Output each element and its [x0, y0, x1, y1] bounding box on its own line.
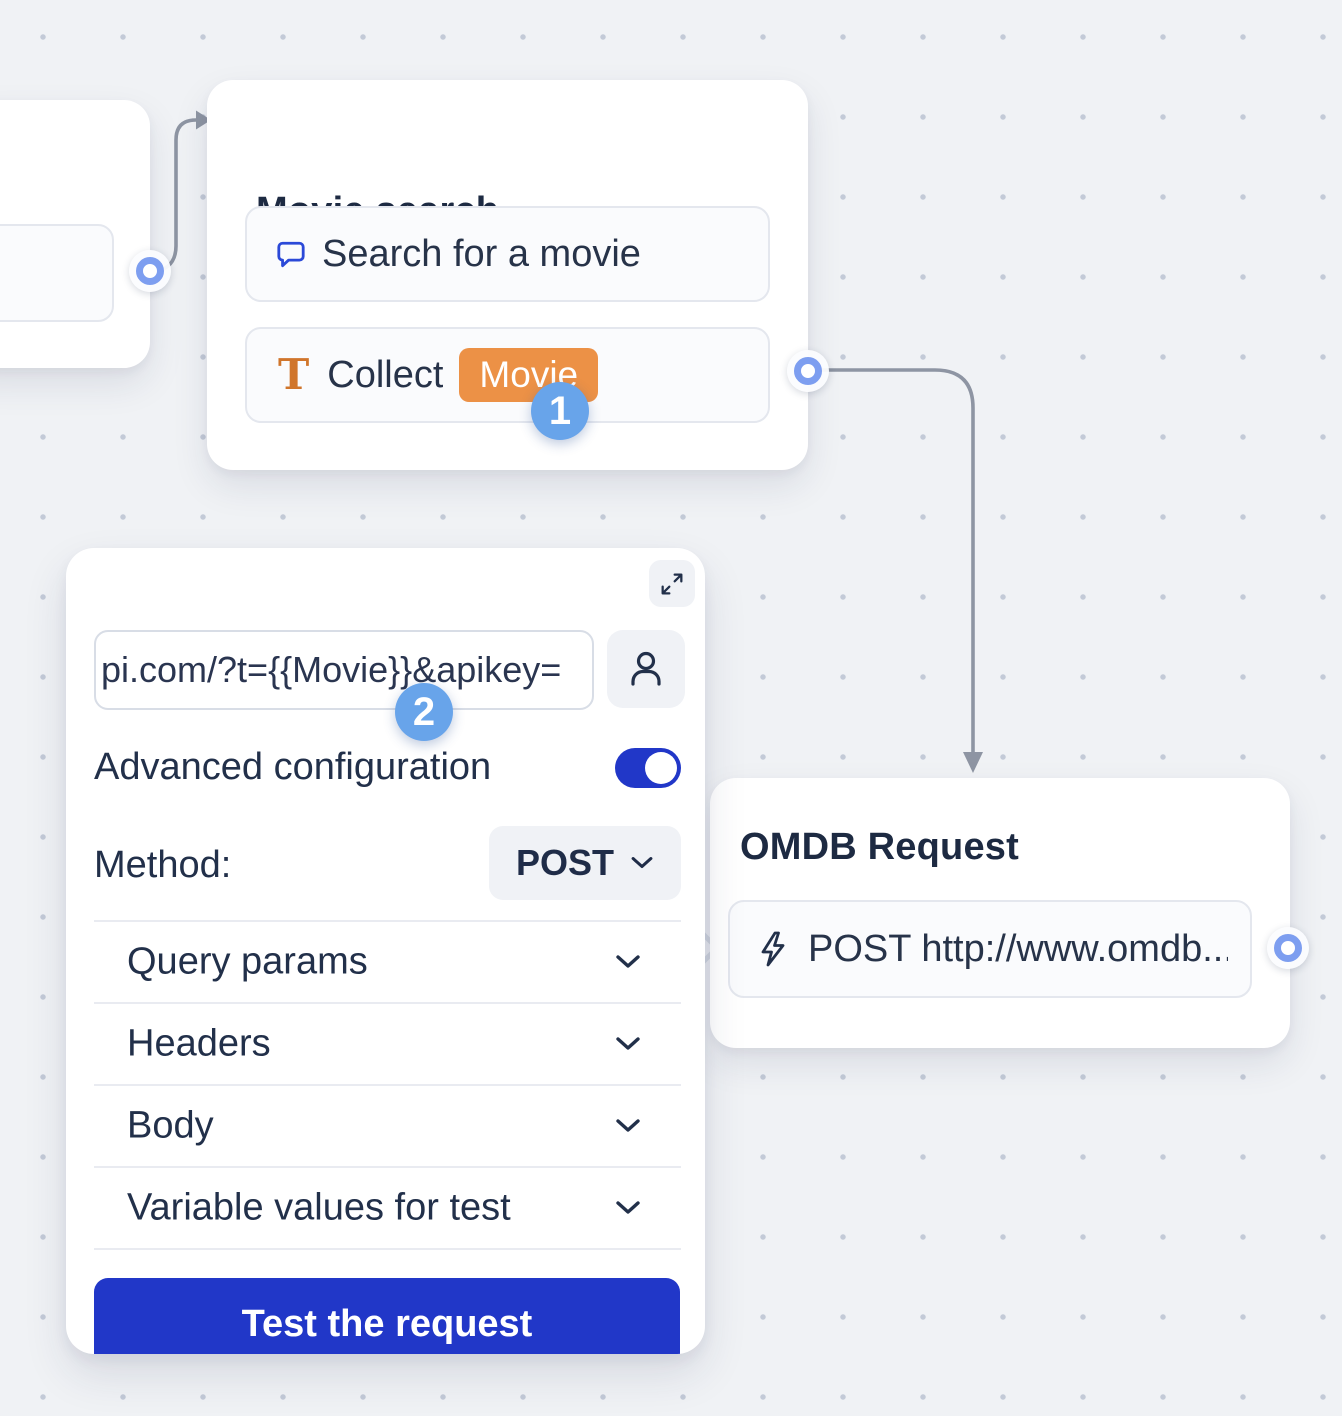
- node-omdb-request[interactable]: OMDB Request POST http://www.omdb...: [710, 778, 1290, 1048]
- divider: [94, 1002, 681, 1004]
- chevron-down-icon: [615, 1199, 641, 1217]
- node-item-webhook[interactable]: POST http://www.omdb...: [728, 900, 1252, 998]
- lightning-icon: [756, 930, 790, 968]
- partial-node-left[interactable]: [0, 100, 150, 368]
- person-icon: [624, 647, 668, 691]
- accordion-variable-values[interactable]: Variable values for test: [94, 1168, 681, 1248]
- accordion-label: Query params: [127, 940, 368, 983]
- node-movie-search[interactable]: Movie search Search for a movie T Collec…: [207, 80, 808, 470]
- expand-icon: [658, 570, 686, 598]
- chevron-down-icon: [615, 1117, 641, 1135]
- chat-bubble-icon: [276, 239, 306, 269]
- accordion-label: Variable values for test: [127, 1186, 511, 1229]
- item-label: Collect: [327, 353, 444, 396]
- accordion-query-params[interactable]: Query params: [94, 922, 681, 1002]
- connector-movie-to-omdb: [808, 368, 975, 754]
- output-port-movie-search[interactable]: [787, 350, 829, 392]
- text-icon: T: [278, 350, 310, 399]
- chevron-down-icon: [615, 953, 641, 971]
- accordion-body[interactable]: Body: [94, 1086, 681, 1166]
- node-item-collect-variable[interactable]: T Collect Movie: [245, 327, 770, 423]
- output-port-omdb-request[interactable]: [1267, 927, 1309, 969]
- method-label: Method:: [94, 844, 232, 886]
- chevron-down-icon: [615, 1035, 641, 1053]
- partial-node-item[interactable]: [0, 224, 114, 322]
- node-item-send-message[interactable]: Search for a movie: [245, 206, 770, 302]
- accordion-headers[interactable]: Headers: [94, 1004, 681, 1084]
- node-title: OMDB Request: [740, 826, 1019, 868]
- port-ring: [794, 357, 822, 385]
- output-port-left-node[interactable]: [129, 250, 171, 292]
- advanced-configuration-label: Advanced configuration: [94, 746, 492, 788]
- port-ring: [136, 257, 164, 285]
- expand-button[interactable]: [649, 560, 695, 607]
- step-badge-2: 2: [395, 683, 453, 741]
- insert-variable-button[interactable]: [607, 630, 685, 708]
- divider: [94, 1166, 681, 1168]
- test-request-button[interactable]: Test the request: [94, 1278, 680, 1354]
- item-label: POST http://www.omdb...: [808, 927, 1228, 970]
- port-ring: [1274, 934, 1302, 962]
- url-input[interactable]: [94, 630, 594, 710]
- advanced-configuration-toggle[interactable]: [615, 748, 681, 788]
- chevron-down-icon: [630, 855, 654, 871]
- connector-arrowhead-down: [963, 752, 983, 773]
- accordion-label: Body: [127, 1104, 214, 1147]
- divider: [94, 1248, 681, 1250]
- accordion-label: Headers: [127, 1022, 271, 1065]
- divider: [94, 1084, 681, 1086]
- method-select[interactable]: POST: [489, 826, 681, 900]
- item-label: Search for a movie: [322, 232, 641, 275]
- webhook-config-panel: 2 Advanced configuration Method: POST Qu…: [66, 548, 705, 1354]
- divider: [94, 920, 681, 922]
- toggle-knob: [645, 752, 677, 784]
- method-value: POST: [515, 842, 614, 883]
- connector-left-to-movie: [149, 118, 197, 274]
- step-badge-1: 1: [531, 382, 589, 440]
